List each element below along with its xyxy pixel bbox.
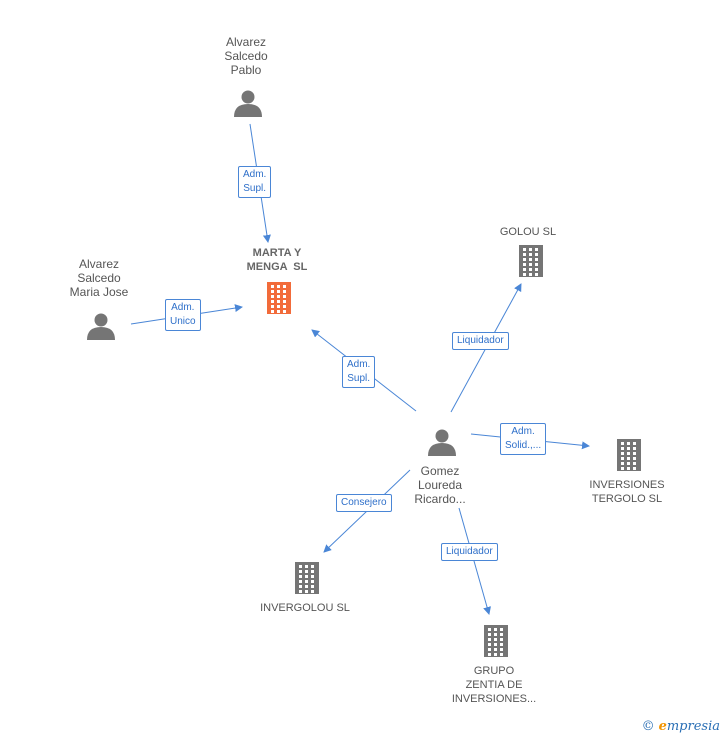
node-label-line: INVERSIONES [589,479,665,491]
edge-role-text: Liquidador [457,335,504,346]
edge-role-text: Consejero [341,497,387,508]
brand-name: mpresia [666,719,720,734]
edge-role-text: Adm. [511,426,535,437]
brand-footer[interactable]: ©empresia [642,719,720,734]
building-icon[interactable] [267,282,291,314]
edge-role-label[interactable]: Adm. Supl. [238,166,272,198]
building-icon[interactable] [484,625,508,657]
node-label-line: Gomez [420,464,460,478]
edge-role-text: Adm. [171,302,195,313]
edge-role-label[interactable]: Liquidador [452,332,509,350]
node-label-line: Salcedo [77,271,121,285]
edge-line [458,507,491,615]
node-label-line: MENGA SL [246,261,308,273]
building-icon[interactable] [617,439,641,471]
person-icon[interactable] [87,313,115,341]
copyright-symbol: © [641,719,655,734]
node-label-invergolou[interactable]: INVERGOLOU SL [245,601,365,615]
person-icon[interactable] [234,90,262,118]
edge-role-text: Adm. [347,359,371,370]
edge-role-label[interactable]: Adm. Solid.,... [500,423,547,455]
edge-role-label[interactable]: Adm. Unico [165,299,201,331]
node-label-inversiones-tergolo[interactable]: INVERSIONES TERGOLO SL [567,478,687,506]
node-label-line: Loureda [417,478,463,492]
node-label-line: GOLOU SL [499,226,557,238]
edge-role-text: Solid.,... [505,440,542,451]
node-label-line: Salcedo [224,49,268,63]
node-label-line: ZENTIA DE [465,679,523,691]
edge-role-label[interactable]: Consejero [336,494,392,512]
nodes-layer [87,90,641,657]
person-icon[interactable] [428,429,456,457]
edge-role-label[interactable]: Liquidador [441,543,498,561]
brand-logo-letter: e [658,719,667,734]
edge-role-text: Liquidador [446,546,493,557]
node-label-grupo-zentia[interactable]: GRUPO ZENTIA DE INVERSIONES... [434,664,554,706]
node-label-line: Maria Jose [69,285,129,299]
edge-role-text: Adm. [243,169,267,180]
node-label-line: Alvarez [78,257,119,271]
node-label-marta-menga[interactable]: MARTA Y MENGA SL [217,246,337,274]
building-icon[interactable] [295,562,319,594]
node-label-line: Pablo [230,63,262,77]
node-label-line: Alvarez [225,35,266,49]
edge-role-text: Supl. [243,183,267,194]
building-icon[interactable] [519,245,543,277]
edge-role-text: Unico [170,316,196,327]
node-label-line: INVERSIONES... [451,693,537,705]
node-label-line: Ricardo... [414,492,466,506]
node-label-line: INVERGOLOU SL [260,602,350,614]
edge-role-label[interactable]: Adm. Supl. [342,356,376,388]
node-label-golou[interactable]: GOLOU SL [468,225,588,239]
node-label-line: GRUPO [473,665,515,677]
edge-role-text: Supl. [347,373,371,384]
node-label-line: MARTA Y [252,247,302,259]
node-label-line: TERGOLO SL [591,493,663,505]
